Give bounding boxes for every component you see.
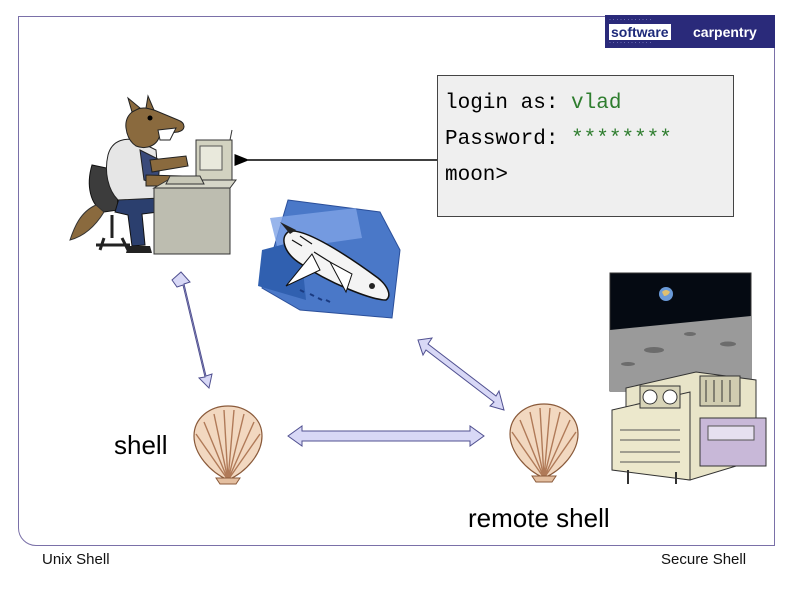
- login-value: vlad: [571, 92, 622, 115]
- remote-shell-label: remote shell: [468, 503, 610, 533]
- logo-word-software: software: [609, 24, 671, 40]
- password-prompt: Password:: [445, 128, 572, 151]
- shuttle-remote-shell-arrow: [417, 337, 505, 411]
- remote-seashell-icon: [509, 403, 579, 483]
- logo-tagline-top: · · · · · · · · · · · ·: [609, 17, 652, 23]
- footer-left-text: Unix Shell: [42, 551, 110, 568]
- login-prompt: login as:: [445, 92, 572, 115]
- user-shell-arrow: [171, 271, 213, 390]
- space-shuttle-icon: [258, 199, 401, 319]
- terminal-line-login: login as: vlad: [445, 86, 733, 122]
- shell-to-remote-shell-arrow: [287, 425, 485, 447]
- seashell-icon: [193, 405, 263, 485]
- logo-tagline-bottom: · · · · · · · · · · · ·: [609, 40, 652, 46]
- moon-base-icon: [609, 272, 767, 484]
- slide-frame: [18, 16, 775, 546]
- footer-right-text: Secure Shell: [661, 551, 747, 568]
- software-carpentry-logo: · · · · · · · · · · · · software carpent…: [605, 15, 775, 48]
- logo-word-carpentry: carpentry: [693, 24, 757, 40]
- wolf-at-computer-icon: [69, 94, 237, 255]
- shell-prompt: moon>: [445, 164, 509, 187]
- terminal-window: login as: vlad Password: ******** moon>: [437, 75, 734, 217]
- terminal-line-shell-prompt: moon>: [445, 158, 733, 194]
- shell-label: shell: [114, 430, 168, 460]
- terminal-line-password: Password: ********: [445, 122, 733, 158]
- password-value: ********: [571, 128, 672, 151]
